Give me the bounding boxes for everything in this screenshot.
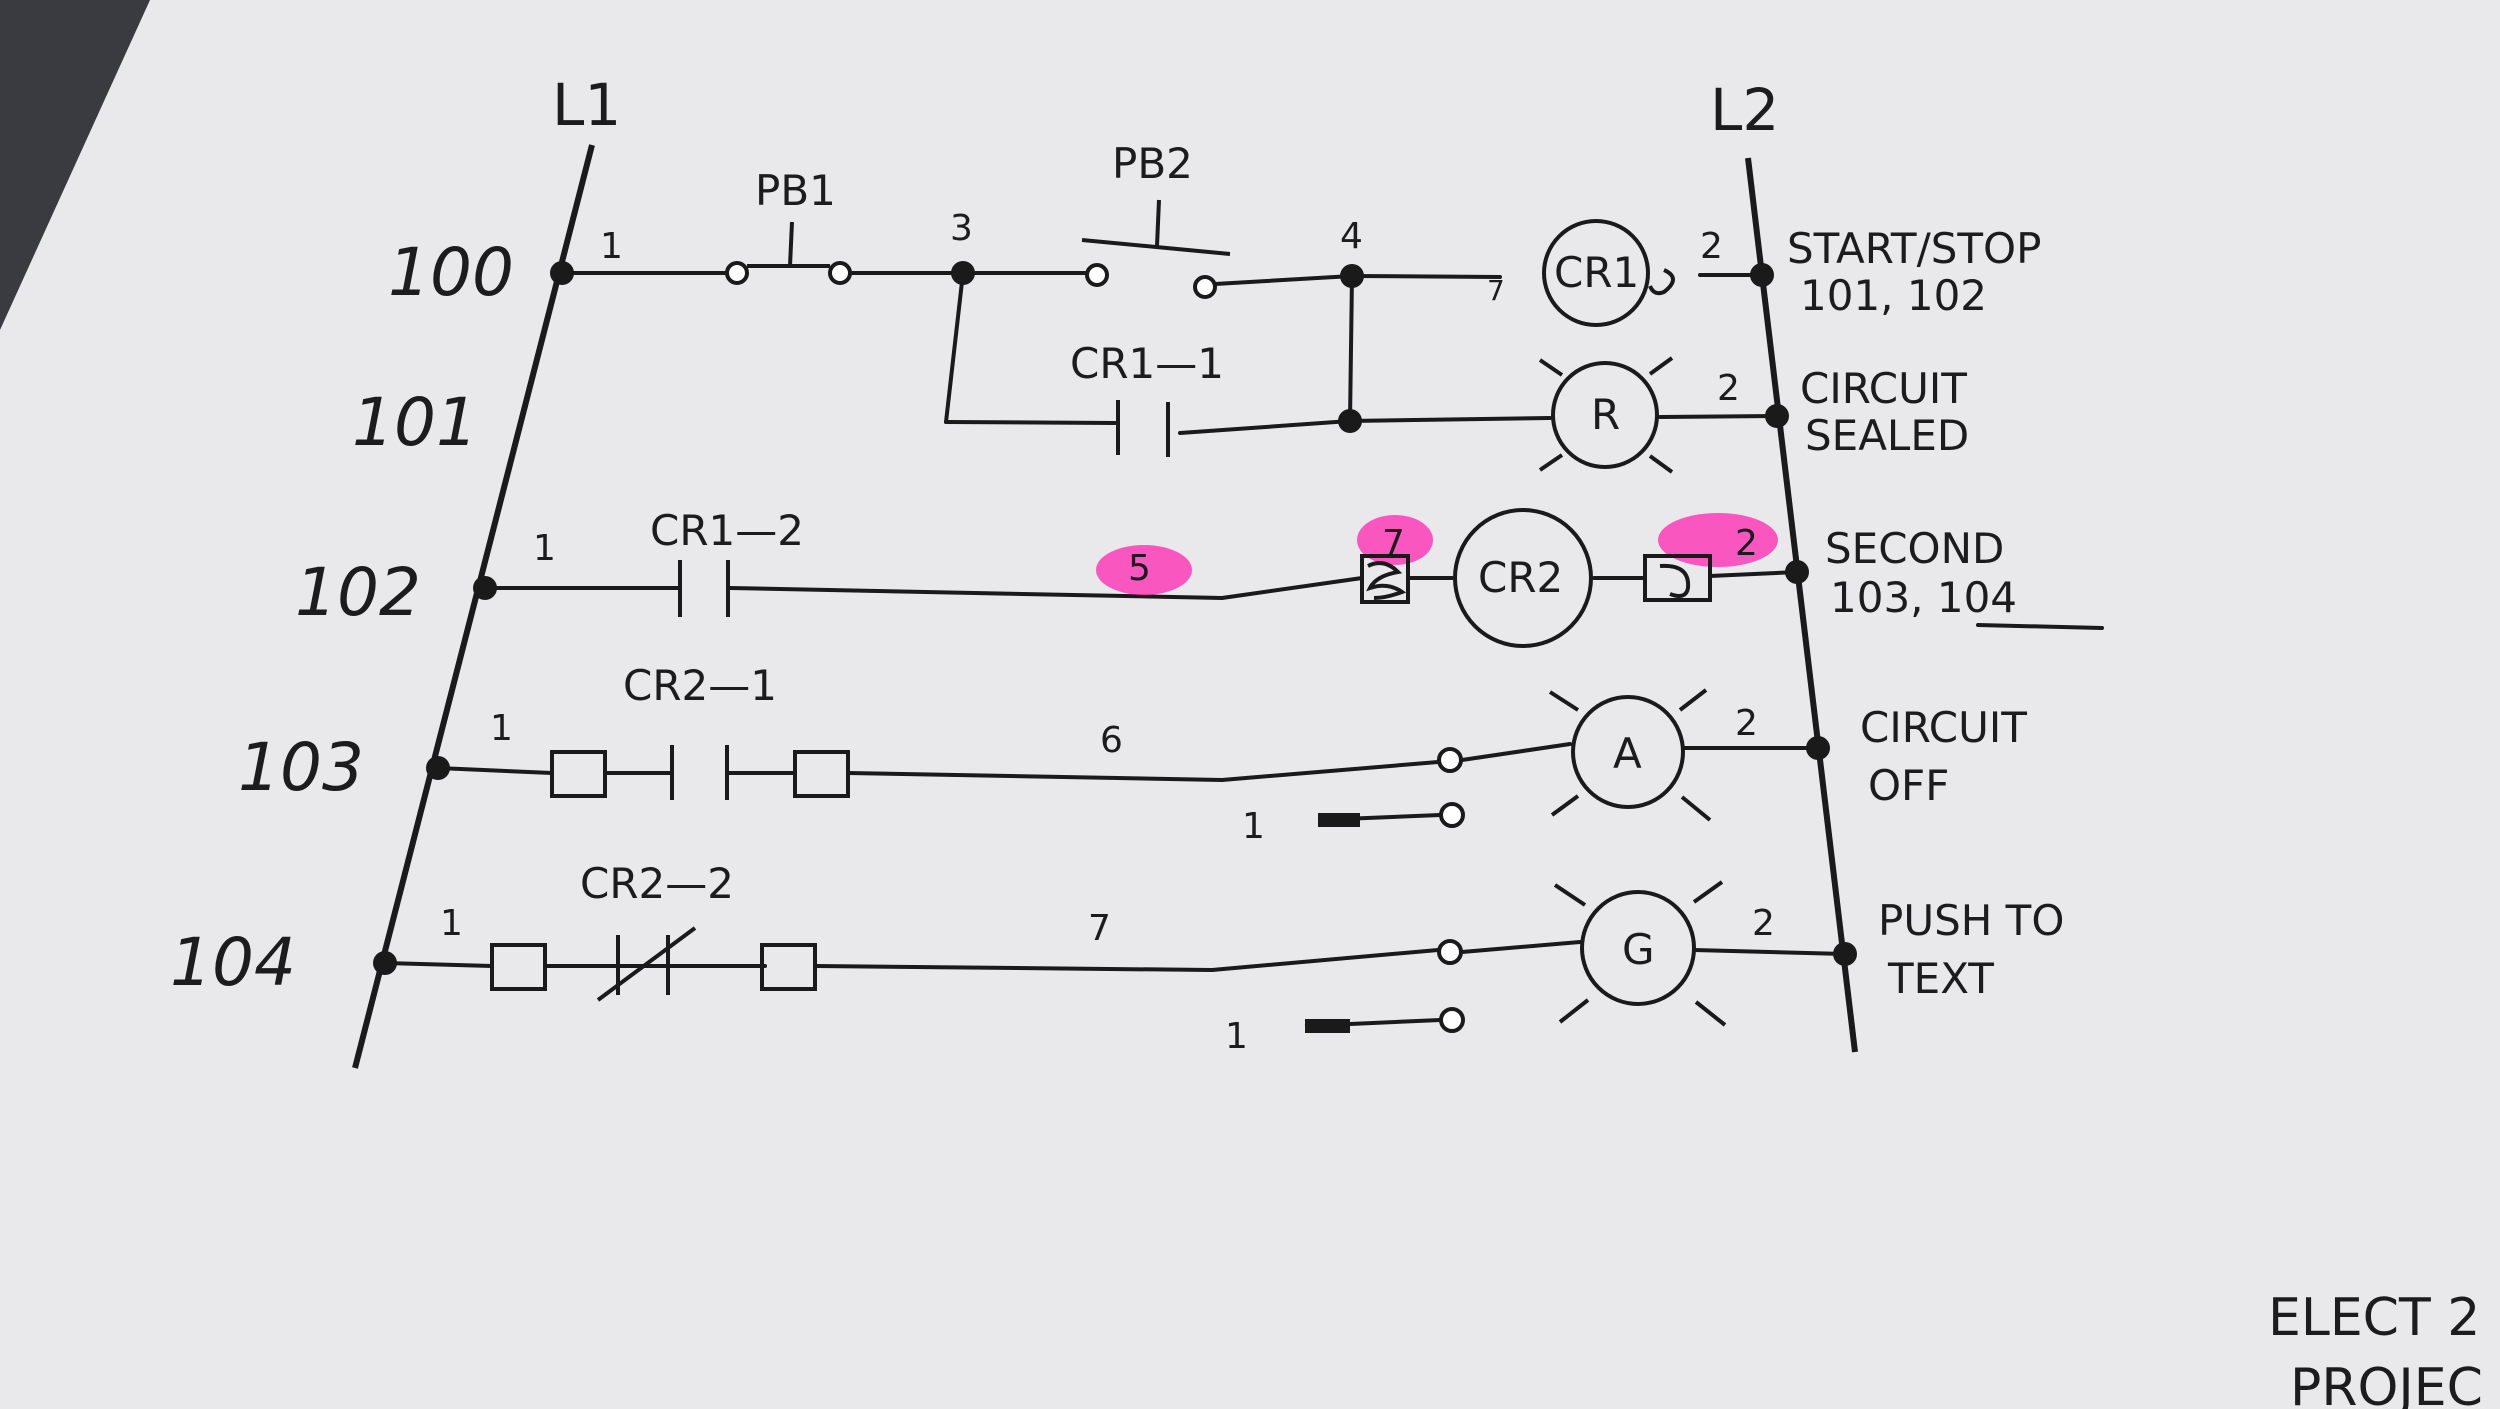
rail-l2	[1745, 157, 1858, 1053]
wire-number: 1	[533, 528, 556, 569]
rung-102-desc-line1: SECOND	[1825, 524, 2004, 573]
node-101-l2	[1765, 404, 1789, 428]
rung-101-desc-line2: SEALED	[1805, 411, 1969, 460]
node-4-lower	[1338, 409, 1362, 433]
title-block-line2: PROJEC	[2290, 1358, 2483, 1409]
wire-number: 2	[1700, 226, 1723, 267]
wire-number: 1	[1242, 806, 1265, 847]
wire-number: 3	[950, 208, 973, 249]
cr2-2-label: CR2—2	[580, 859, 734, 908]
highlight-mark	[1658, 513, 1778, 567]
node-104-l1	[373, 951, 397, 975]
rung-number: 101	[352, 384, 478, 461]
wire-number: 2	[1752, 903, 1775, 944]
pb2-pushbutton: PB2	[1081, 139, 1231, 299]
cr2-1-contact: CR2—1	[550, 661, 850, 800]
cr1-coil: CR1	[1542, 219, 1675, 327]
rung-102-desc-line2: 103, 104	[1830, 573, 2017, 622]
rung-103: 103 1 6 2 CR2—1 1	[238, 661, 2027, 847]
rung-100: 100 1 3 4 7 2 PB1 PB2	[388, 139, 2041, 327]
rung-104-desc-line1: PUSH TO	[1878, 896, 2064, 945]
rung-103-desc-line1: CIRCUIT	[1860, 703, 2027, 752]
rail-l2-label: L2	[1710, 76, 1779, 144]
wire-number: 2	[1735, 523, 1758, 564]
g-pilot-light: G	[1553, 880, 1727, 1027]
rung-number: 103	[238, 729, 364, 806]
cr1-1-label: CR1—1	[1070, 339, 1224, 388]
underline	[1976, 623, 2104, 630]
cr2-coil: CR2	[1453, 508, 1593, 648]
timer-symbol	[1643, 554, 1712, 602]
pb2-label: PB2	[1112, 139, 1193, 188]
rung-101-desc-line1: CIRCUIT	[1800, 364, 1967, 413]
timer-contact-box	[1360, 554, 1410, 604]
cr1-1-contact: CR1—1	[1070, 339, 1224, 457]
r-pilot-light: R	[1538, 356, 1674, 474]
rung-104-desc-line2: TEXT	[1887, 954, 1994, 1003]
wire-number: 5	[1128, 548, 1151, 589]
wire-number: 7	[1487, 274, 1505, 307]
highlight-mark	[1096, 545, 1192, 595]
selector-switch-103: 1	[1242, 747, 1465, 847]
rung-100-desc-line1: START/STOP	[1787, 224, 2041, 273]
rung-number: 102	[295, 554, 421, 631]
pb1-pushbutton: PB1	[725, 166, 852, 285]
cr2-2-contact: CR2—2	[490, 859, 817, 1002]
g-light-label: G	[1622, 925, 1655, 974]
cr2-coil-label: CR2	[1478, 553, 1563, 602]
wire-number: 2	[1717, 368, 1740, 409]
rail-l1-label: L1	[552, 71, 621, 139]
node-103-l2	[1806, 736, 1830, 760]
wire-number: 1	[600, 226, 623, 267]
node-102-l2	[1785, 560, 1809, 584]
r-light-label: R	[1591, 390, 1620, 439]
cr1-coil-label: CR1	[1554, 248, 1639, 297]
node-102-l1	[473, 576, 497, 600]
wire-number: 1	[490, 708, 513, 749]
cr1-2-label: CR1—2	[650, 506, 804, 555]
wire-number: 1	[1225, 1016, 1248, 1057]
rung-100-desc-line2: 101, 102	[1800, 271, 1987, 320]
rung-number: 100	[388, 234, 514, 311]
rung-104: 104 1 7 2 CR2—2 1	[170, 859, 2064, 1057]
node-104-l2	[1833, 942, 1857, 966]
cr1-2-contact: CR1—2	[650, 506, 804, 617]
rung-102: 102 1 5 7 2 CR1—2 CR2	[295, 506, 2104, 648]
a-light-label: A	[1613, 729, 1642, 778]
title-block: ELECT 2 PROJEC	[2268, 1288, 2483, 1409]
cr2-1-label: CR2—1	[623, 661, 777, 710]
highlight-mark	[1357, 515, 1433, 565]
wire-number: 2	[1735, 703, 1758, 744]
node-100-l2	[1750, 263, 1774, 287]
rung-101: 101 2 CR1—1 R CIRCUIT SEALED	[352, 271, 1969, 474]
wire-number: 7	[1382, 523, 1405, 564]
a-pilot-light: A	[1548, 688, 1712, 822]
rung-number: 104	[170, 924, 296, 1001]
wire-number: 7	[1088, 908, 1111, 949]
wire-number: 4	[1340, 216, 1363, 257]
node-100-l1	[550, 261, 574, 285]
node-103-l1	[426, 756, 450, 780]
selector-switch-104: 1	[1225, 939, 1465, 1057]
rung-103-desc-line2: OFF	[1868, 761, 1949, 810]
wire-number: 6	[1100, 720, 1123, 761]
pb1-label: PB1	[755, 166, 836, 215]
wire-number: 1	[440, 903, 463, 944]
rail-l1	[352, 144, 595, 1069]
title-block-line1: ELECT 2	[2268, 1288, 2480, 1348]
